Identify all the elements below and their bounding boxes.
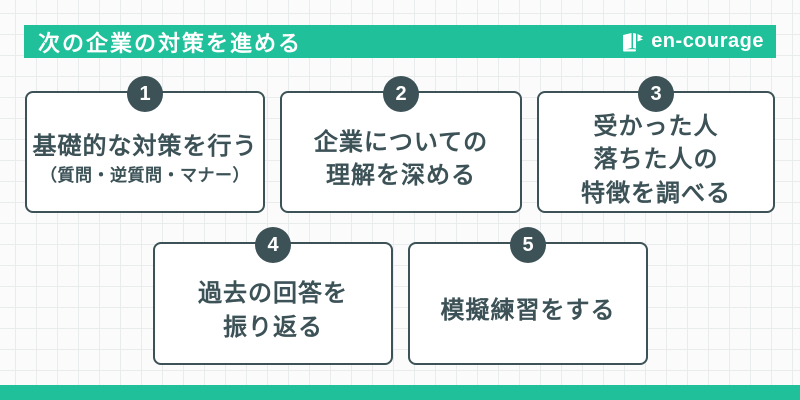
card-line: （質問・逆質問・マナー） xyxy=(40,165,250,185)
card-line: 受かった人 xyxy=(593,113,719,141)
card-line: 模擬練習をする xyxy=(440,296,616,324)
step-3-number-badge: 3 xyxy=(638,76,674,112)
step-1-number-badge: 1 xyxy=(127,76,163,112)
step-2-text: 企業についての 理解を深める xyxy=(314,126,488,192)
step-4-text: 過去の回答を 振り返る xyxy=(198,277,348,343)
en-courage-logo: en-courage xyxy=(621,30,764,53)
logo-text: en-courage xyxy=(651,30,764,52)
step-card-3: 3 受かった人 落ちた人の 特徴を調べる xyxy=(537,76,775,213)
step-4-number-badge: 4 xyxy=(255,227,291,263)
card-line: 理解を深める xyxy=(326,162,476,189)
step-1-text: 基礎的な対策を行う （質問・逆質問・マナー） xyxy=(33,130,258,189)
page-title: 次の企業の対策を進める xyxy=(38,30,303,56)
card-line: 特徴を調べる xyxy=(581,179,731,207)
card-line: 基礎的な対策を行う xyxy=(32,132,258,160)
footer-accent-bar xyxy=(0,385,800,400)
step-3-text: 受かった人 落ちた人の 特徴を調べる xyxy=(581,110,731,209)
step-2-number-badge: 2 xyxy=(383,76,419,112)
card-line: 落ちた人の xyxy=(593,146,719,174)
header-bar: 次の企業の対策を進める en-courage xyxy=(24,25,776,58)
open-book-icon xyxy=(621,31,645,53)
step-card-2: 2 企業についての 理解を深める xyxy=(280,76,522,213)
card-line: 企業についての xyxy=(313,128,489,156)
step-card-1: 1 基礎的な対策を行う （質問・逆質問・マナー） xyxy=(25,76,265,213)
step-5-number-badge: 5 xyxy=(510,227,546,263)
step-card-5: 5 模擬練習をする xyxy=(408,227,648,365)
step-card-4: 4 過去の回答を 振り返る xyxy=(153,227,393,365)
card-line: 振り返る xyxy=(223,313,323,341)
card-line: 過去の回答を xyxy=(198,280,348,308)
step-5-text: 模擬練習をする xyxy=(441,294,616,327)
